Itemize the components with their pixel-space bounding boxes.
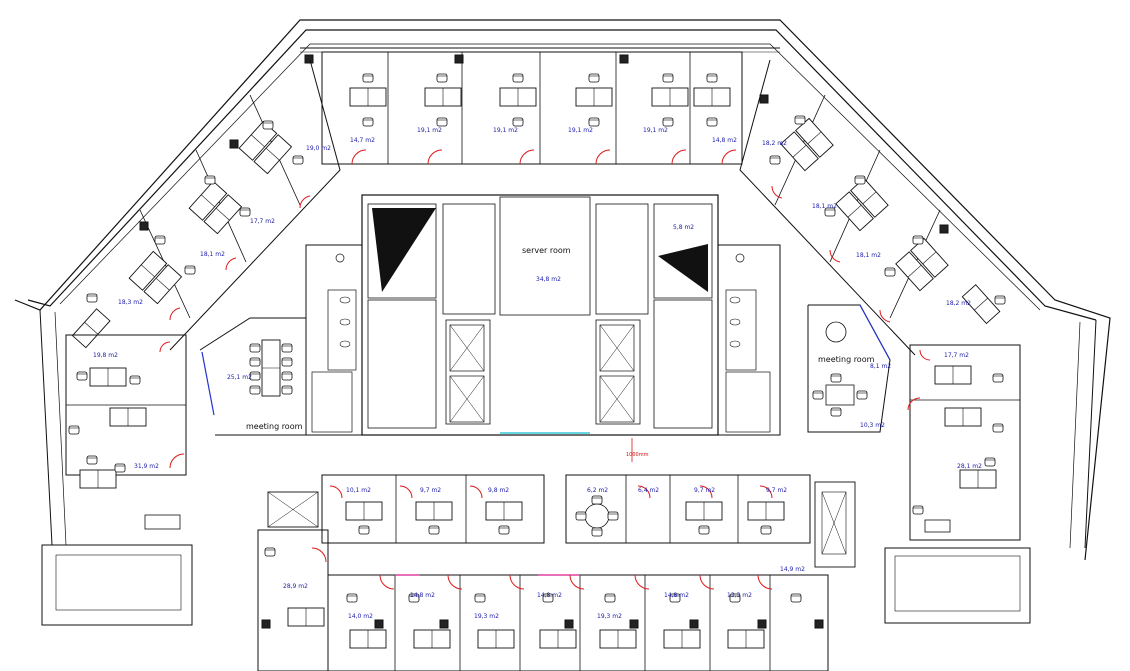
top-offices — [304, 51, 743, 165]
area-left-lower-1: 19,8 m2 — [93, 352, 118, 359]
area-top-6: 14,8 m2 — [712, 137, 737, 144]
right-lower-offices — [909, 344, 1021, 541]
area-left-lower-2: 31,9 m2 — [134, 463, 159, 470]
area-bottom-9: 14,9 m2 — [780, 566, 805, 573]
left-wing-offices — [71, 59, 341, 351]
area-top-1: 14,7 m2 — [350, 137, 375, 144]
area-top-5: 19,1 m2 — [643, 127, 668, 134]
left-lower-offices — [65, 334, 187, 530]
meeting-room-left — [199, 317, 307, 436]
middle-offices — [267, 474, 856, 568]
meeting-room-right — [807, 304, 891, 433]
area-top-3: 19,1 m2 — [493, 127, 518, 134]
area-middle-right-2: 6,4 m2 — [638, 487, 660, 494]
area-meeting-right-b: 10,3 m2 — [860, 422, 885, 429]
area-core-small: 5,8 m2 — [673, 224, 695, 231]
area-bottom-4: 19,3 m2 — [474, 613, 499, 620]
area-middle-right-4: 9,7 m2 — [766, 487, 788, 494]
area-middle-left-2: 9,7 m2 — [420, 487, 442, 494]
dimension-label: 1000mm — [626, 452, 649, 458]
area-right-lower-2: 28,1 m2 — [957, 463, 982, 470]
outer-walls — [14, 19, 1111, 626]
area-bottom-1: 28,9 m2 — [283, 583, 308, 590]
area-right-wing-4: 18,2 m2 — [946, 300, 971, 307]
server-room-area: 34,8 m2 — [536, 276, 561, 283]
area-middle-right-3: 9,7 m2 — [694, 487, 716, 494]
meeting-room-left-label: meeting room — [246, 422, 303, 431]
area-meeting-right-a: 8,1 m2 — [870, 363, 892, 370]
area-left-wing-1: 19,0 m2 — [306, 145, 331, 152]
area-left-wing-3: 18,1 m2 — [200, 251, 225, 258]
right-wing-offices — [739, 59, 1006, 356]
area-bottom-3: 14,8 m2 — [410, 592, 435, 599]
area-left-wing-4: 18,3 m2 — [118, 299, 143, 306]
area-bottom-2: 14,0 m2 — [348, 613, 373, 620]
area-middle-left-1: 10,1 m2 — [346, 487, 371, 494]
toilet-blocks — [305, 244, 781, 436]
area-bottom-5: 14,8 m2 — [537, 592, 562, 599]
area-bottom-8: 13,3 m2 — [727, 592, 752, 599]
core-block — [361, 194, 719, 436]
area-left-wing-2: 17,7 m2 — [250, 218, 275, 225]
area-right-wing-1: 18,2 m2 — [762, 140, 787, 147]
area-top-4: 19,1 m2 — [568, 127, 593, 134]
meeting-room-right-label: meeting room — [818, 355, 875, 364]
area-right-wing-2: 18,1 m2 — [812, 203, 837, 210]
doors — [159, 149, 931, 590]
area-right-wing-3: 18,1 m2 — [856, 252, 881, 259]
area-meeting-left: 25,1 m2 — [227, 374, 252, 381]
area-top-2: 19,1 m2 — [417, 127, 442, 134]
area-middle-left-3: 9,8 m2 — [488, 487, 510, 494]
bottom-offices — [257, 529, 829, 671]
area-bottom-6: 19,3 m2 — [597, 613, 622, 620]
area-right-lower-1: 17,7 m2 — [944, 352, 969, 359]
area-bottom-7: 14,8 m2 — [664, 592, 689, 599]
server-room-label: server room — [522, 246, 571, 255]
area-middle-right-1: 6,2 m2 — [587, 487, 609, 494]
